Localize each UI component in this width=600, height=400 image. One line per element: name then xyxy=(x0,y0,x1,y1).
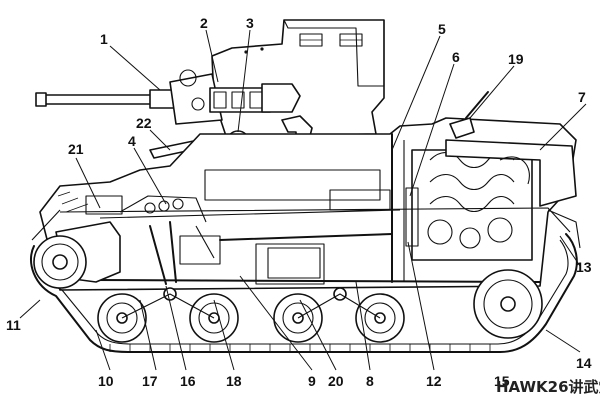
callout-10: 10 xyxy=(98,373,114,389)
callout-7: 7 xyxy=(578,89,586,105)
callout-18: 18 xyxy=(226,373,242,389)
callout-11: 11 xyxy=(6,317,21,333)
callout-13: 13 xyxy=(576,259,592,275)
callout-9: 9 xyxy=(308,373,316,389)
callout-3: 3 xyxy=(246,15,254,31)
callout-labels: 1 2 3 4 5 6 7 8 9 10 11 12 13 14 15 16 1… xyxy=(6,15,592,389)
callout-16: 16 xyxy=(180,373,196,389)
callout-8: 8 xyxy=(366,373,374,389)
hull xyxy=(39,91,581,291)
callout-12: 12 xyxy=(426,373,442,389)
callout-4: 4 xyxy=(128,133,136,149)
callout-14: 14 xyxy=(576,355,592,371)
callout-20: 20 xyxy=(328,373,344,389)
callout-19: 19 xyxy=(508,51,524,67)
callout-2: 2 xyxy=(200,15,208,31)
running-gear xyxy=(30,207,578,353)
callout-5: 5 xyxy=(438,21,446,37)
callout-17: 17 xyxy=(142,373,158,389)
callout-15: 15 xyxy=(494,373,510,389)
callout-1: 1 xyxy=(100,31,108,47)
callout-6: 6 xyxy=(452,49,460,65)
callout-21: 21 xyxy=(68,141,84,157)
callout-22: 22 xyxy=(136,115,152,131)
leader-lines xyxy=(19,29,587,371)
watermark-text: HAWK26讲武堂 xyxy=(496,378,600,396)
